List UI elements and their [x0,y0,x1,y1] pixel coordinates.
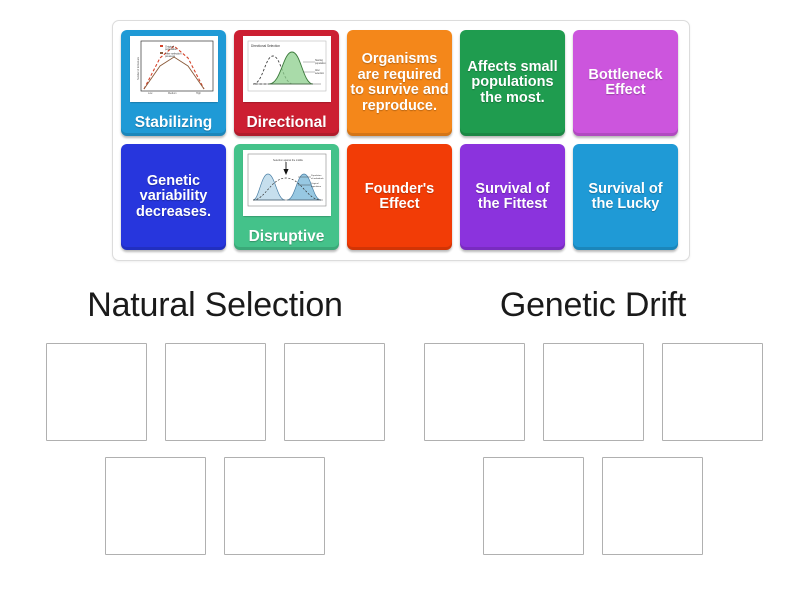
svg-text:of individuals: of individuals [311,178,325,180]
svg-text:Original: Original [165,44,174,48]
drop-slot-row-2 [30,457,400,555]
drop-slot[interactable] [602,457,703,555]
svg-text:Population: Population [311,174,322,177]
tile-disruptive[interactable]: Selection against the middle Population [234,144,339,250]
svg-text:Number of individuals: Number of individuals [137,56,140,80]
drop-slot[interactable] [423,343,525,441]
drop-slot[interactable] [283,343,385,441]
category-genetic-drift: Genetic Drift [408,288,778,555]
drop-slot[interactable] [164,343,266,441]
drop-slot[interactable] [483,457,584,555]
drop-slot-row-1 [30,343,400,441]
category-natural-selection: Natural Selection [30,288,400,555]
svg-text:population: population [315,62,326,65]
tile-label: Disruptive [248,228,325,246]
svg-text:Directional Selection: Directional Selection [251,44,280,48]
tile-tray-row-2: Genetic variability decreases. Selection… [121,144,681,250]
tile-label: Organisms are required to survive and re… [350,51,449,114]
tile-tray-row-1: Original population After selection pres… [121,30,681,136]
tile-label: Stabilizing [134,114,213,132]
svg-text:High: High [196,92,202,95]
svg-text:selection: selection [315,72,325,75]
drop-slot-row-2 [408,457,778,555]
svg-text:population: population [311,185,322,188]
svg-text:Medium: Medium [168,92,177,95]
tile-label: Survival of the Fittest [475,180,550,212]
drop-slot[interactable] [661,343,763,441]
tile-genetic-variability-decreases[interactable]: Genetic variability decreases. [121,144,226,250]
directional-selection-graph-icon: Directional Selection Starting populatio… [242,36,331,102]
tile-tray: Original population After selection pres… [112,20,690,261]
tile-label: Genetic variability decreases. [136,172,211,220]
tile-label: Affects small populations the most. [467,58,558,106]
tile-affects-small-populations[interactable]: Affects small populations the most. [460,30,565,136]
category-title: Natural Selection [87,286,343,324]
tile-directional[interactable]: Directional Selection Starting populatio… [234,30,339,136]
svg-text:population: population [165,47,178,51]
drop-slot[interactable] [224,457,325,555]
svg-text:Selection against the middle: Selection against the middle [273,159,304,162]
tile-label: Survival of the Lucky [588,180,663,212]
svg-text:After selection: After selection [165,51,182,55]
drop-slot[interactable] [45,343,147,441]
svg-text:Starting: Starting [315,59,324,62]
svg-text:Low: Low [148,92,153,95]
tile-founders-effect[interactable]: Founder's Effect [347,144,452,250]
tile-label: Bottleneck Effect [588,66,663,98]
drop-slot-row-1 [408,343,778,441]
drop-slot[interactable] [105,457,206,555]
tile-survival-of-the-lucky[interactable]: Survival of the Lucky [573,144,678,250]
svg-text:pressure: pressure [165,54,176,58]
tile-organisms-required[interactable]: Organisms are required to survive and re… [347,30,452,136]
tile-survival-of-the-fittest[interactable]: Survival of the Fittest [460,144,565,250]
svg-text:After: After [315,69,320,72]
tile-label: Directional [246,114,327,132]
svg-text:Original: Original [311,182,319,185]
drop-slot[interactable] [542,343,644,441]
tile-stabilizing[interactable]: Original population After selection pres… [121,30,226,136]
tile-bottleneck-effect[interactable]: Bottleneck Effect [573,30,678,136]
stabilizing-selection-graph-icon: Original population After selection pres… [129,36,218,102]
tile-label: Founder's Effect [364,180,435,212]
disruptive-selection-graph-icon: Selection against the middle Population [242,150,331,216]
category-title: Genetic Drift [499,286,687,324]
